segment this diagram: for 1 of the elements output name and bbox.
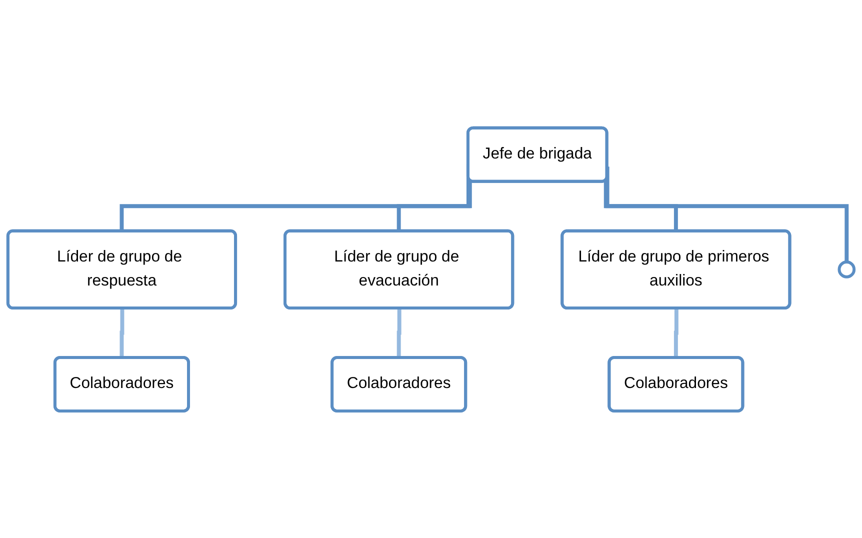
node-circle (838, 260, 856, 278)
